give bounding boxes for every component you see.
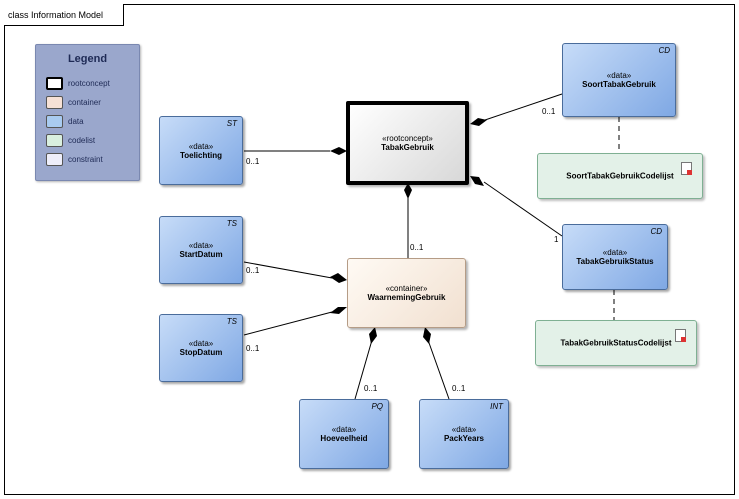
legend-title: Legend [67, 53, 108, 65]
legend: Legend rootconcept container data codeli… [35, 44, 140, 181]
class-packyears[interactable]: INT «data» PackYears [419, 399, 509, 469]
class-tabakgebruikstatus[interactable]: CD «data» TabakGebruikStatus [562, 224, 668, 290]
class-name: WaarnemingGebruik [367, 293, 446, 302]
connector-startdatum-container [243, 261, 333, 279]
class-type-tag: TS [226, 317, 237, 326]
diamond-container-bottom-right [423, 327, 431, 344]
multiplicity-startdatum: 0..1 [246, 266, 260, 275]
class-content: «container» WaarnemingGebruik [348, 284, 465, 302]
class-content: «data» StopDatum [160, 339, 242, 357]
class-type-tag: CD [650, 227, 662, 236]
class-stereotype: «data» [606, 71, 632, 80]
multiplicity-stopdatum: 0..1 [246, 344, 260, 353]
class-name: SoortTabakGebruikCodelijst [566, 171, 674, 181]
class-content: TabakGebruikStatusCodelijst [536, 339, 696, 348]
class-tabakgebruikstatus-codelijst[interactable]: TabakGebruikStatusCodelijst [535, 320, 697, 366]
legend-label: data [68, 117, 84, 126]
diamond-container-left-top [330, 273, 347, 283]
legend-swatch-rootconcept [46, 77, 63, 90]
connector-stopdatum-container [243, 311, 333, 336]
class-stereotype: «data» [188, 241, 214, 250]
class-content: SoortTabakGebruikCodelijst [538, 172, 702, 181]
class-type-tag: INT [490, 402, 503, 411]
class-content: «data» SoortTabakGebruik [563, 71, 675, 89]
class-hoeveelheid[interactable]: PQ «data» Hoeveelheid [299, 399, 389, 469]
class-stereotype: «data» [331, 425, 357, 434]
multiplicity-hoeveelheid: 0..1 [364, 384, 378, 393]
class-tabakgebruik[interactable]: «rootconcept» TabakGebruik [346, 101, 469, 185]
class-stopdatum[interactable]: TS «data» StopDatum [159, 314, 243, 382]
legend-label: container [68, 98, 101, 107]
class-soorttabakgebruik-codelijst[interactable]: SoortTabakGebruikCodelijst [537, 153, 703, 199]
legend-swatch-data [46, 115, 63, 128]
multiplicity-toelichting: 0..1 [246, 157, 260, 166]
class-name: Hoeveelheid [320, 434, 368, 443]
class-content: «data» StartDatum [160, 241, 242, 259]
class-stereotype: «data» [188, 141, 214, 151]
class-name: TabakGebruikStatus [576, 257, 654, 266]
legend-swatch-container [46, 96, 63, 109]
diagram-frame-title: class Information Model [4, 4, 124, 26]
class-stereotype: «data» [188, 339, 214, 348]
diamond-root-right-bottom [470, 176, 484, 186]
diamond-root-right-top [470, 118, 487, 126]
class-name: StartDatum [179, 250, 223, 259]
class-type-tag: ST [226, 119, 237, 128]
diamond-container-bottom-left [369, 327, 377, 344]
class-waarnemingngebruik[interactable]: «container» WaarnemingGebruik [347, 258, 466, 328]
class-stereotype: «container» [385, 284, 428, 293]
connector-root-status [483, 181, 563, 237]
diamond-container-left-bottom [330, 307, 347, 314]
class-type-tag: CD [658, 46, 670, 55]
multiplicity-container: 0..1 [410, 243, 424, 252]
class-content: «data» Toelichting [160, 142, 242, 160]
class-type-tag: TS [226, 219, 237, 228]
multiplicity-packyears: 0..1 [452, 384, 466, 393]
class-name: TabakGebruikStatusCodelijst [560, 338, 672, 348]
connector-container-packyears [427, 339, 450, 400]
class-name: PackYears [443, 434, 485, 443]
legend-label: codelist [68, 136, 96, 145]
connector-container-hoeveelheid [354, 339, 373, 400]
legend-label: rootconcept [68, 79, 110, 88]
multiplicity-status: 1 [554, 235, 559, 244]
document-icon [675, 329, 686, 342]
legend-label: constraint [68, 155, 103, 164]
class-content: «data» PackYears [420, 425, 508, 443]
class-stereotype: «data» [451, 425, 477, 434]
legend-swatch-constraint [46, 153, 63, 166]
diamond-root-bottom [404, 183, 412, 199]
class-soorttabakgebruik[interactable]: CD «data» SoortTabakGebruik [562, 43, 676, 117]
class-name: StopDatum [179, 348, 223, 357]
class-stereotype: «data» [602, 248, 628, 257]
class-name: TabakGebruik [381, 143, 434, 152]
class-type-tag: PQ [371, 402, 383, 411]
class-content: «data» TabakGebruikStatus [563, 248, 667, 266]
class-name: Toelichting [179, 150, 223, 160]
class-toelichting[interactable]: ST «data» Toelichting [159, 116, 243, 185]
class-startdatum[interactable]: TS «data» StartDatum [159, 216, 243, 284]
class-content: «data» Hoeveelheid [300, 425, 388, 443]
multiplicity-soort: 0..1 [542, 107, 556, 116]
class-name: SoortTabakGebruik [582, 80, 656, 89]
legend-swatch-codelist [46, 134, 63, 147]
class-stereotype: «rootconcept» [382, 134, 433, 143]
class-content: «rootconcept» TabakGebruik [350, 134, 465, 152]
diamond-root-left [330, 147, 347, 155]
connector-root-soort [484, 93, 563, 121]
document-icon [681, 162, 692, 175]
